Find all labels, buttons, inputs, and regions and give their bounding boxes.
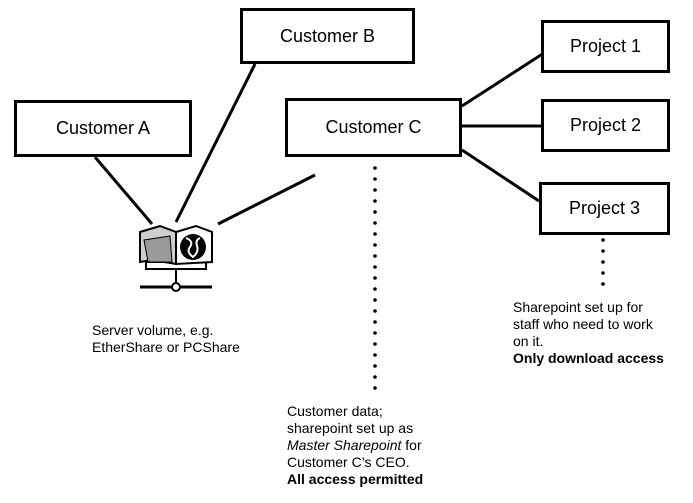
project-note-line-3: on it. <box>513 333 544 349</box>
line-customer-c-project-3 <box>461 148 540 203</box>
project-note-emphasis: Only download access <box>513 350 664 366</box>
server-note-line-2: EtherShare or PCShare <box>92 339 240 355</box>
line-customer-c-server <box>217 173 316 226</box>
customer-note: Customer data; sharepoint set up as Mast… <box>287 403 423 488</box>
node-project-3: Project 3 <box>539 182 670 235</box>
customer-note-line-1: Customer data; <box>287 403 383 419</box>
project-note: Sharepoint set up for staff who need to … <box>513 299 664 367</box>
connector-lines <box>93 51 545 226</box>
customer-note-master-sharepoint: Master Sharepoint <box>287 437 402 453</box>
customer-note-line-4: Customer C’s CEO. <box>287 454 410 470</box>
customer-note-line-2: sharepoint set up as <box>287 420 414 436</box>
node-project-1: Project 1 <box>541 20 670 73</box>
node-project-2: Project 2 <box>541 99 670 152</box>
line-customer-b-server <box>174 63 257 223</box>
server-note: Server volume, e.g. EtherShare or PCShar… <box>92 322 240 356</box>
node-customer-c-label: Customer C <box>325 117 422 137</box>
node-project-1-label: Project 1 <box>569 36 642 56</box>
dotted-line-customer-c <box>373 166 377 390</box>
dotted-connectors <box>373 166 605 390</box>
node-customer-a: Customer A <box>14 100 192 157</box>
customer-note-emphasis: All access permitted <box>287 471 424 487</box>
node-customer-c: Customer C <box>285 98 462 157</box>
server-note-line-1: Server volume, e.g. <box>92 322 214 338</box>
node-project-2-label: Project 2 <box>569 115 642 135</box>
server-volume-icon <box>139 224 213 292</box>
node-customer-b-label: Customer B <box>279 25 376 46</box>
customer-note-line-3: Master Sharepoint for <box>287 437 423 454</box>
dotted-line-project-3 <box>601 238 605 286</box>
node-customer-b: Customer B <box>240 8 415 64</box>
project-note-line-1: Sharepoint set up for <box>513 299 643 315</box>
line-customer-c-project-1 <box>461 51 545 108</box>
node-customer-a-label: Customer A <box>55 118 151 138</box>
customer-note-line-3-rest: for <box>401 437 422 453</box>
line-customer-a-server <box>93 156 154 225</box>
project-note-line-2: staff who need to work <box>513 316 653 332</box>
node-project-3-label: Project 3 <box>568 198 641 218</box>
